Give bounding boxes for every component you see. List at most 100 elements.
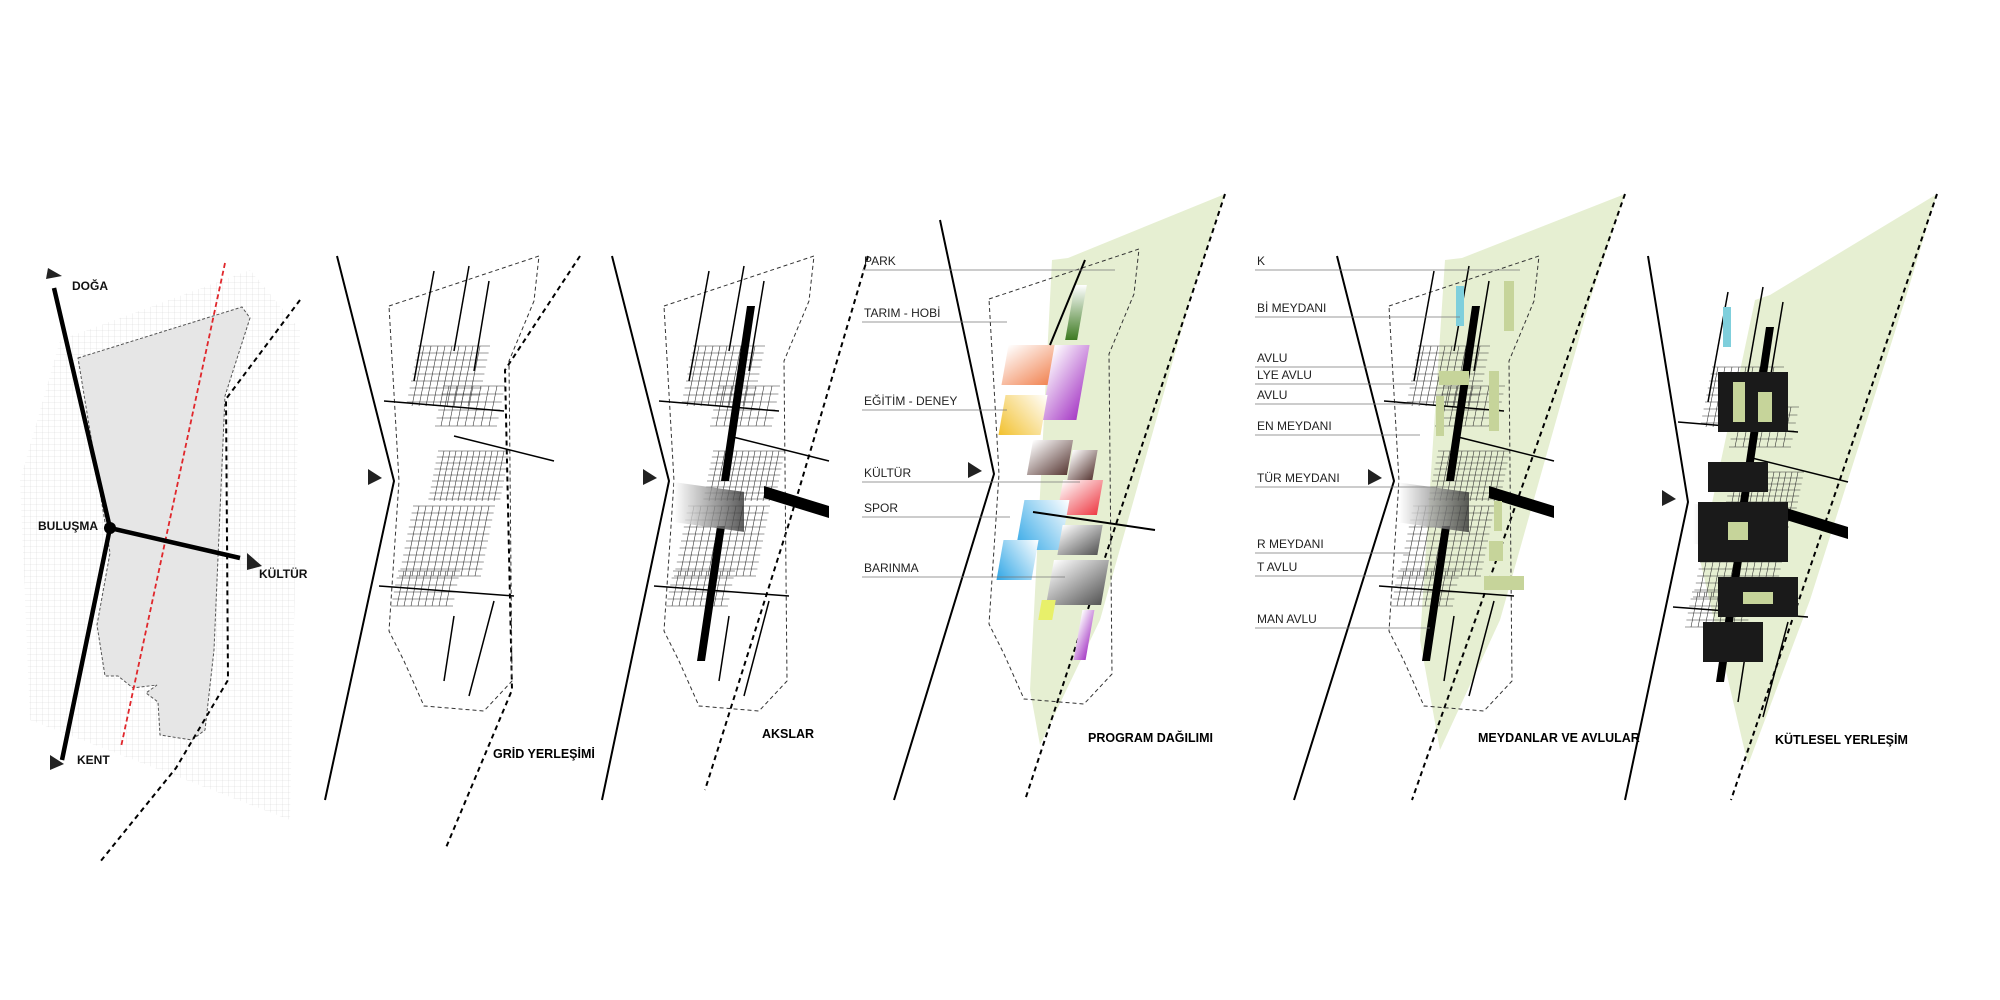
title-program: PROGRAM DAĞILIMI (1088, 730, 1213, 745)
label-bulusma: BULUŞMA (38, 519, 98, 533)
entrance-arrow-icon (1368, 469, 1382, 485)
title-grid: GRİD YERLEŞİMİ (493, 746, 595, 761)
panels (324, 193, 1938, 851)
grid-line (445, 450, 457, 502)
axis-line (378, 585, 515, 597)
red-axis (120, 262, 226, 748)
grid-line (480, 385, 490, 427)
grid-line (747, 385, 757, 427)
grid-line (438, 570, 447, 607)
grid-line (445, 570, 454, 607)
grid-line (425, 345, 439, 407)
grid-line (1418, 345, 1432, 407)
grid-line (714, 345, 728, 407)
panel-axes (601, 255, 869, 801)
grid-line (432, 345, 446, 407)
boundary-dashed-line (444, 255, 581, 851)
program-block (1041, 345, 1090, 420)
boundary-dashed-line (1411, 193, 1626, 801)
program-block (1057, 525, 1103, 555)
courtyard-block (1489, 371, 1499, 431)
grid-line (1424, 570, 1433, 607)
grid-line (755, 385, 765, 427)
main-axis-bar (1446, 306, 1480, 481)
program-block (1056, 480, 1104, 515)
square-label: Bİ MEYDANI (1257, 301, 1326, 315)
program-label: KÜLTÜR (864, 466, 911, 480)
main-route-line (601, 255, 671, 801)
grid-line (439, 450, 451, 502)
grid-line (720, 570, 729, 607)
culture-axis-bar (1783, 507, 1848, 539)
panel-grid (324, 255, 581, 851)
grid-line (686, 345, 700, 407)
grid-line (451, 450, 463, 502)
site-outline-dashed (988, 248, 1140, 705)
grid-line (739, 385, 749, 427)
axis-line (1443, 615, 1455, 682)
grid-line (699, 570, 708, 607)
program-block (996, 540, 1039, 580)
park-area-program (1030, 194, 1225, 745)
boundary-dashed-line (1730, 193, 1938, 801)
main-route-line (1293, 255, 1396, 801)
grid-line (446, 345, 460, 407)
square-label: MAN AVLU (1257, 612, 1317, 626)
program-block (1026, 440, 1074, 475)
courtyard-block (1494, 501, 1502, 531)
axis-line (748, 280, 765, 372)
grid-line (763, 385, 773, 427)
grid-line (1705, 366, 1719, 428)
axis-line (1413, 270, 1435, 382)
square-label: AVLU (1257, 388, 1287, 402)
axis-line (473, 280, 490, 372)
grid-line (431, 570, 440, 607)
square-label: EN MEYDANI (1257, 419, 1332, 433)
main-axis-bar (721, 306, 755, 481)
grid-line (487, 450, 499, 502)
axis-line (1747, 286, 1764, 373)
label-kent: KENT (77, 753, 110, 767)
grid-line (493, 450, 505, 502)
courtyard-block (1436, 396, 1444, 436)
courtyard-block (1743, 592, 1773, 604)
arrow-east-icon (247, 553, 262, 570)
grid-line (396, 570, 405, 607)
building-mass (1718, 372, 1788, 432)
main-axis-bar (697, 526, 725, 661)
grid-line (671, 570, 680, 607)
grid-line (411, 345, 425, 407)
panel-program (893, 193, 1226, 801)
axis-line (1747, 456, 1849, 483)
axis-line (653, 585, 790, 597)
axis-line (1762, 621, 1789, 718)
grid-line (1445, 570, 1454, 607)
culture-axis-bar (764, 486, 829, 518)
title-squares: MEYDANLAR VE AVLULAR (1478, 731, 1640, 745)
grid-line (713, 570, 722, 607)
axis-line (688, 270, 710, 382)
program-label: PARK (864, 254, 896, 268)
grid-line (707, 345, 721, 407)
grid-line (467, 345, 481, 407)
water-block (1723, 307, 1731, 347)
grid-line (433, 450, 445, 502)
grid-line (700, 345, 714, 407)
grid-line (1425, 345, 1439, 407)
grid-line (1690, 591, 1699, 628)
grid-line (488, 385, 498, 427)
grid-line (469, 450, 481, 502)
plaza-gradient (674, 482, 744, 532)
program-block (1067, 450, 1098, 480)
axis-line (468, 600, 495, 697)
axis-line (718, 615, 730, 682)
grid-line (453, 345, 467, 407)
entrance-arrow-icon (1662, 490, 1676, 506)
axis-line (728, 435, 830, 462)
site-outline-dashed (663, 255, 815, 712)
grid-line (1475, 450, 1487, 502)
grid-line (472, 385, 482, 427)
culture-axis-line (1032, 511, 1156, 531)
grid-line (750, 450, 762, 502)
